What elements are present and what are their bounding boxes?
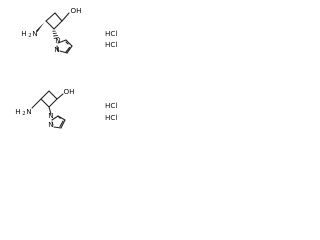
amine-wedge-bond	[36, 20, 46, 32]
pyrazole-double-bond	[59, 120, 64, 128]
salt-label: HCl	[105, 29, 117, 38]
ring-bond	[54, 12, 63, 22]
ring-bond	[40, 90, 50, 100]
amine-label-bottom: H 2 N	[15, 107, 31, 117]
amine-n: N	[32, 29, 37, 38]
amine-h: H	[21, 29, 26, 38]
diagram-svg: OH H 2 N	[15, 6, 117, 129]
hydroxyl-bond	[56, 93, 64, 100]
ring-bond	[48, 98, 58, 108]
ring-bond	[48, 90, 58, 100]
pyrazole-n2-label: N	[54, 45, 59, 54]
hydroxyl-label: OH	[63, 87, 74, 96]
pyrazole-double-bond	[65, 41, 69, 45]
pyrazole-n2-label: N	[48, 120, 53, 129]
diagram-canvas: OH H 2 N	[0, 0, 152, 152]
amine-n: N	[26, 107, 31, 116]
pyrazole-bond	[56, 45, 59, 52]
pyrazole-ring-bottom	[51, 115, 66, 129]
pyrazole-bond	[57, 39, 67, 44]
hash-line	[53, 37, 60, 39]
hash-line	[53, 34, 59, 37]
pyrazole-bond	[51, 115, 59, 121]
pyrazole-double-bond	[58, 116, 61, 119]
ring-bond	[45, 12, 56, 22]
ring-bond	[45, 20, 55, 30]
structure-bottom: OH H 2 N N N HCl	[15, 87, 117, 129]
pyrazole-n1-label: N	[55, 36, 60, 45]
salt-label: HCl	[105, 101, 117, 110]
amine-subscript: 2	[22, 111, 25, 117]
pyrazole-n1-label: N	[48, 111, 53, 120]
pyrazole-bond	[57, 115, 66, 121]
pyrazole-bond	[51, 121, 54, 126]
pyrazole-bond-link	[48, 106, 52, 115]
amine-subscript: 2	[28, 33, 31, 39]
amine-label-top: H 2 N	[21, 29, 37, 39]
cyclobutane-ring-bottom	[40, 90, 58, 108]
pyrazole-bond	[53, 126, 62, 129]
amine-h: H	[15, 107, 20, 116]
salt-label: HCl	[105, 40, 117, 49]
ring-bond	[53, 20, 63, 30]
structure-top: OH H 2 N	[21, 6, 117, 54]
pyrazole-ring-top	[56, 39, 73, 54]
pyrazole-double-bond	[65, 46, 71, 53]
hydroxyl-label: OH	[70, 6, 81, 15]
cyclobutane-ring-top	[45, 12, 63, 30]
pyrazole-bond	[60, 119, 66, 129]
salt-label: HCl	[105, 113, 117, 122]
pyrazole-bond	[59, 50, 68, 54]
pyrazole-bond	[66, 45, 73, 54]
hydroxyl-bond	[61, 12, 70, 22]
ring-bond	[40, 98, 50, 108]
amine-bond	[31, 98, 42, 109]
pyrazole-bond	[65, 39, 73, 47]
pyrazole-hash-bond	[52, 30, 60, 39]
